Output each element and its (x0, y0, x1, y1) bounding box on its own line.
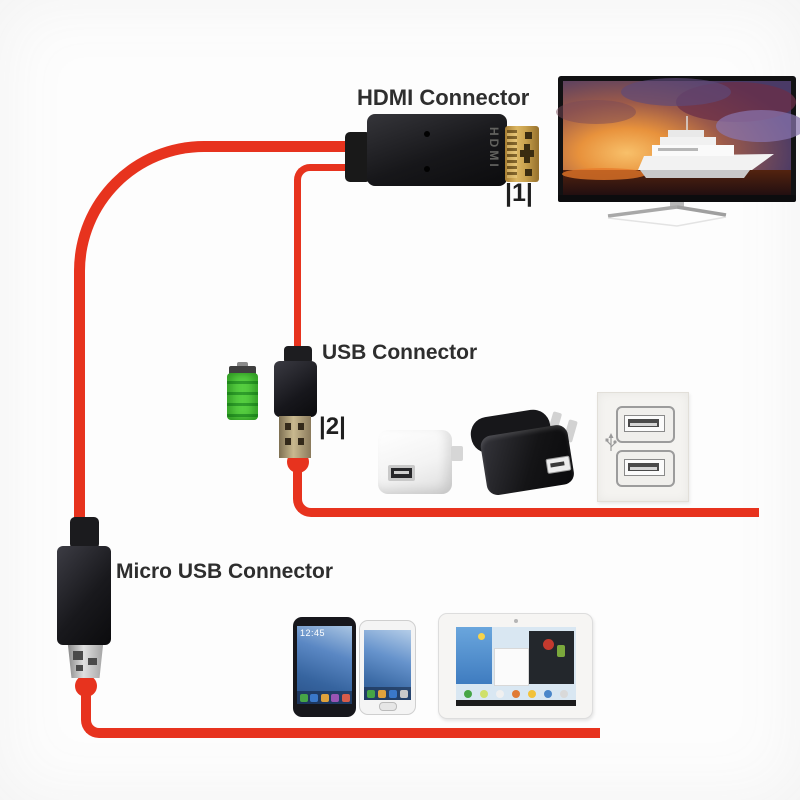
usb-port-tab (394, 471, 409, 474)
camera-dot (513, 619, 518, 623)
cable-branch-to-usb (294, 164, 362, 359)
usb-port-tab (630, 423, 657, 426)
tablet-app-dock (456, 687, 576, 700)
phone-black: 12:45 (293, 617, 356, 717)
media-figure (557, 645, 565, 657)
app-icon (400, 689, 408, 698)
usb-port-slot (628, 419, 659, 427)
tablet-taskbar (456, 700, 576, 706)
cable-main-hdmi-to-micro (74, 141, 372, 531)
usb-port (616, 406, 675, 443)
weather-widget (456, 627, 492, 684)
wall-outlet-usb-plate (597, 392, 689, 502)
micro-usb-strain-relief (70, 517, 99, 549)
tablet (438, 613, 593, 719)
app-icon (480, 689, 488, 698)
app-icon (367, 689, 375, 698)
notification-card (494, 648, 529, 686)
usb-port-slot (550, 461, 565, 468)
black-usb-charger (468, 404, 586, 499)
app-icon (299, 693, 308, 702)
usb-connector-body (274, 361, 317, 417)
phone-screen: 12:45 (297, 626, 352, 704)
media-panel (529, 631, 574, 684)
app-icon (464, 689, 472, 698)
app-icon (496, 689, 504, 698)
app-icon (528, 689, 536, 698)
app-icon (378, 689, 386, 698)
hdmi-screw-dot (424, 131, 430, 137)
hdmi-plug-marking: HDMI (487, 127, 501, 170)
usb-port-inner (624, 459, 665, 476)
app-icon (544, 689, 552, 698)
battery-cells (227, 373, 258, 420)
usb-contact (298, 438, 304, 445)
app-icon (560, 689, 568, 698)
usb-contact (285, 423, 291, 430)
micro-plug-contact (73, 651, 83, 660)
micro-usb-plug-icon (67, 645, 104, 678)
plug-prong (451, 446, 463, 461)
hdmi-connector-label: HDMI Connector (357, 85, 530, 110)
app-icon (320, 693, 329, 702)
phone-white (359, 620, 416, 715)
usb-contact (298, 423, 304, 430)
usb-port-slot (628, 463, 659, 471)
cable-micro-to-right (81, 690, 600, 738)
app-icon (512, 689, 520, 698)
hdmi-screw-dot (424, 166, 430, 172)
phone-app-dock (364, 687, 411, 700)
app-icon (341, 693, 350, 702)
battery-icon (227, 362, 258, 420)
usb-plug-icon (279, 416, 311, 458)
micro-plug-contact (76, 665, 83, 671)
tablet-screen (456, 627, 576, 706)
phone-screen (364, 630, 411, 700)
white-usb-charger (378, 430, 463, 494)
battery-terminal (237, 362, 248, 368)
app-icon (389, 689, 397, 698)
media-figure (543, 639, 554, 650)
micro-plug-contact (88, 658, 97, 665)
phone-app-dock (297, 691, 352, 704)
micro-usb-connector-label: Micro USB Connector (116, 560, 334, 583)
usb-connector-label: USB Connector (322, 341, 478, 364)
cable-usb-to-right (293, 462, 759, 517)
home-button (378, 702, 397, 711)
hdmi-plug-slot (525, 169, 532, 176)
tv (556, 76, 800, 227)
hdmi-plug-slot (525, 132, 532, 139)
usb-port-tab (630, 467, 657, 470)
phone-clock: 12:45 (300, 628, 326, 638)
micro-usb-connector-body (57, 546, 111, 645)
usb-cable-strain-relief (284, 346, 312, 364)
hdmi-connector-body (367, 114, 507, 186)
step-2-badge: |2| (319, 413, 346, 440)
hdmi-plug-slot (524, 144, 530, 163)
battery-cap (229, 366, 256, 375)
app-icon (310, 693, 318, 702)
usb-port (616, 450, 675, 487)
usb-port (388, 465, 415, 481)
step-1-badge: |1| (505, 179, 533, 207)
usb-port-inner (624, 415, 665, 432)
usb-contact (285, 438, 291, 445)
hdmi-plug-icon (505, 126, 539, 182)
app-icon (331, 693, 339, 702)
hdmi-plug-ridges (507, 130, 517, 178)
hdmi-cable-strain-relief (345, 132, 371, 182)
sun-icon (478, 633, 485, 640)
usb-trident-icon (605, 433, 617, 451)
